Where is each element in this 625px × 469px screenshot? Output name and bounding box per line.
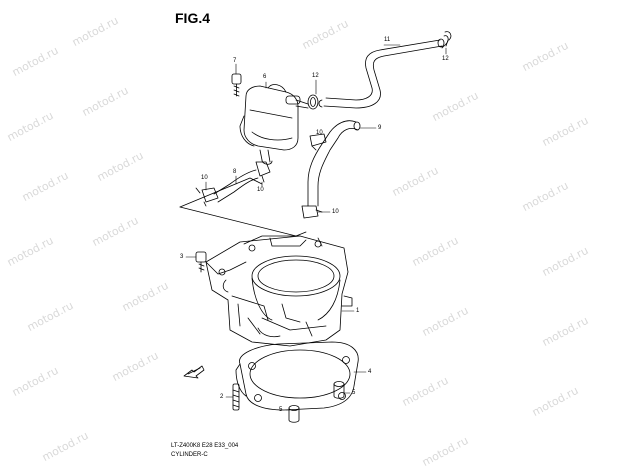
clamp-10c: [201, 187, 219, 207]
callout-4: 4: [368, 369, 372, 375]
footer-model-code: LT-Z400K8 E28 E33_004: [171, 443, 239, 449]
clip-12-upper: [444, 31, 452, 47]
callout-3: 3: [180, 254, 184, 260]
figure-title: FIG.4: [175, 10, 211, 26]
callout-6: 6: [263, 74, 267, 80]
hose-11: [318, 35, 449, 109]
dowel-pin-5b: [288, 405, 300, 423]
callout-8: 8: [233, 169, 237, 175]
hose-8: [213, 169, 259, 203]
callout-10: 10: [201, 175, 208, 181]
callout-12: 12: [312, 73, 319, 79]
front-arrow-icon: [183, 365, 205, 379]
breather-box-6: [239, 84, 309, 165]
callout-12: 12: [442, 56, 449, 62]
dowel-pin-5a: [333, 381, 345, 399]
bolt-3: [195, 251, 207, 273]
clamp-10d: [301, 205, 323, 219]
hose-9: [307, 120, 361, 207]
callout-9: 9: [378, 125, 382, 131]
section-outline: [179, 177, 307, 237]
callout-2: 2: [220, 394, 224, 400]
footer-section-name: CYLINDER-C: [171, 452, 208, 458]
stud-2: [232, 383, 240, 411]
leader-lines: [185, 44, 447, 411]
bolt-7: [231, 73, 242, 97]
callout-11: 11: [384, 37, 391, 43]
callout-10: 10: [257, 187, 264, 193]
callout-5: 5: [352, 390, 356, 396]
clamp-10b: [309, 133, 327, 151]
clip-12-lower: [307, 94, 319, 110]
clamp-10a: [255, 161, 271, 183]
gasket-4: [235, 341, 359, 411]
callout-7: 7: [233, 58, 237, 64]
cylinder-1: [205, 235, 353, 347]
callout-10: 10: [332, 209, 339, 215]
callout-10: 10: [316, 130, 323, 136]
callout-1: 1: [356, 308, 360, 314]
callout-5: 5: [279, 407, 283, 413]
